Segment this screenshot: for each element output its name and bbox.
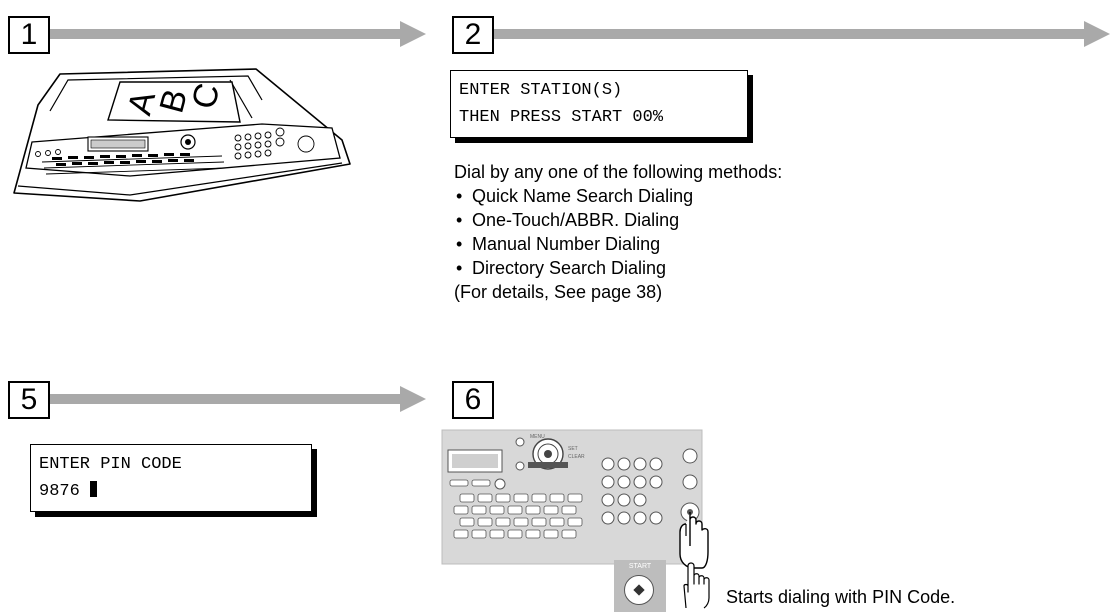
step-1-number: 1 bbox=[8, 16, 50, 54]
pin-code-display: ENTER PIN CODE 9876 bbox=[30, 444, 312, 512]
display-line-2: THEN PRESS START 00% bbox=[459, 108, 664, 127]
svg-text:CLEAR: CLEAR bbox=[568, 454, 585, 460]
step-1-arrow-head bbox=[400, 21, 426, 47]
step-2-number: 2 bbox=[452, 16, 494, 54]
start-dialing-caption: Starts dialing with PIN Code. bbox=[726, 587, 956, 607]
dialing-methods-intro: Dial by any one of the following methods… bbox=[454, 162, 783, 182]
text-cursor bbox=[90, 481, 98, 497]
svg-text:SET: SET bbox=[568, 446, 578, 452]
step-1-arrow bbox=[50, 29, 402, 39]
dialing-method-item: Directory Search Dialing bbox=[454, 256, 914, 280]
station-entry-display: ENTER STATION(S) THEN PRESS START 00% bbox=[450, 70, 748, 138]
step-2-arrow bbox=[494, 29, 1086, 39]
dialing-method-item: Quick Name Search Dialing bbox=[454, 184, 914, 208]
diamond-icon bbox=[633, 584, 645, 596]
start-key-label: START bbox=[628, 563, 652, 570]
svg-text:MENU: MENU bbox=[530, 434, 545, 440]
step-6-number: 6 bbox=[452, 381, 494, 419]
pressing-hand-icon bbox=[683, 562, 710, 609]
control-panel-illustration: MENU SET CLEAR bbox=[441, 429, 709, 569]
dialing-method-item: Manual Number Dialing bbox=[454, 232, 914, 256]
display-line-1: ENTER PIN CODE bbox=[39, 455, 182, 474]
dialing-methods-text: Dial by any one of the following methods… bbox=[454, 160, 914, 304]
display-line-2: 9876 bbox=[39, 482, 80, 501]
step-2-arrow-head bbox=[1084, 21, 1110, 47]
details-note: (For details, See page 38) bbox=[454, 282, 663, 302]
step-5-number: 5 bbox=[8, 381, 50, 419]
start-key-closeup: START bbox=[614, 560, 666, 612]
start-key-button bbox=[624, 575, 654, 605]
step-5-arrow-head bbox=[400, 386, 426, 412]
document-feeder-illustration: A B C bbox=[13, 68, 351, 202]
dialing-methods-list: Quick Name Search Dialing One-Touch/ABBR… bbox=[454, 184, 914, 280]
dialing-method-item: One-Touch/ABBR. Dialing bbox=[454, 208, 914, 232]
step-5-arrow bbox=[50, 394, 402, 404]
display-line-1: ENTER STATION(S) bbox=[459, 81, 623, 100]
